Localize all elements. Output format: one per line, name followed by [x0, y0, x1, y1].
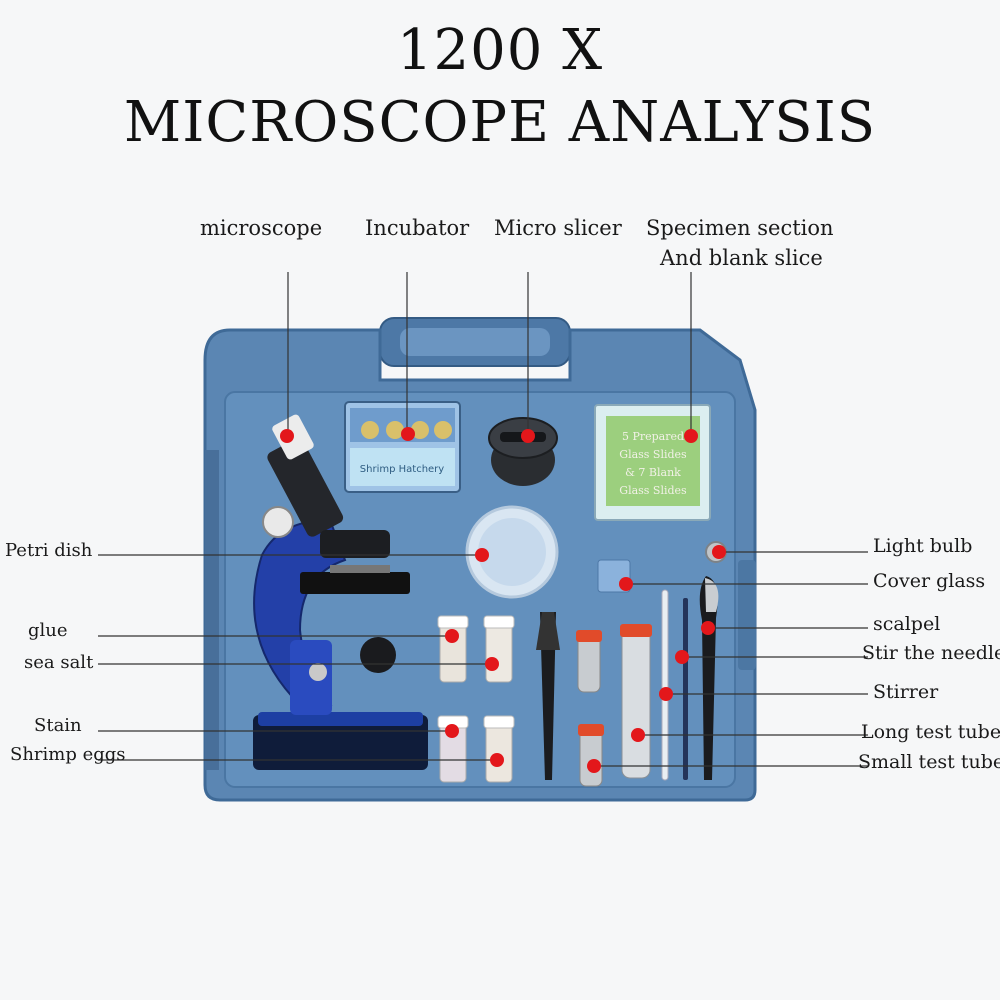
- microscope-lower-knob: [360, 637, 396, 673]
- incubator-icon-3: [411, 421, 429, 439]
- microscope-stage: [300, 572, 410, 594]
- case-hinge: [205, 450, 219, 770]
- microscope-base-top: [258, 712, 423, 726]
- microscope-nosepiece: [320, 530, 390, 558]
- small-test-tube-cap: [578, 724, 604, 736]
- marker-light-bulb: [712, 545, 726, 559]
- label-light-bulb: Light bulb: [873, 535, 973, 557]
- slides-box-inner: [606, 416, 700, 506]
- incubator-icon-2: [386, 421, 404, 439]
- marker-scalpel: [701, 621, 715, 635]
- marker-shrimp-eggs: [490, 753, 504, 767]
- incubator-icon-1: [361, 421, 379, 439]
- incubator-box-label: Shrimp Hatchery: [360, 464, 445, 475]
- label-micro-slicer: Micro slicer: [494, 216, 622, 240]
- microscope-focus-knob: [262, 506, 294, 538]
- leader-lines: [98, 272, 868, 767]
- stir-needle: [683, 598, 688, 780]
- marker-stir-needle: [675, 650, 689, 664]
- marker-microscope: [280, 429, 294, 443]
- marker-cover-glass: [619, 577, 633, 591]
- label-stir-needle: Stir the needle: [862, 642, 1000, 664]
- case-right-clip: [738, 560, 756, 670]
- marker-stain: [445, 724, 459, 738]
- label-cover-glass: Cover glass: [873, 570, 986, 592]
- tweezers-tip: [536, 612, 560, 650]
- slides-line-4: Glass Slides: [619, 484, 687, 497]
- marker-micro-slicer: [521, 429, 535, 443]
- marker-sea-salt: [485, 657, 499, 671]
- vial-shrimp-eggs: [485, 719, 513, 783]
- small-test-tube-upper-cap: [576, 630, 602, 642]
- tweezers: [540, 612, 556, 780]
- vial-sea-salt-cap: [483, 615, 515, 629]
- label-specimen-line-2: And blank slice: [660, 246, 823, 270]
- label-specimen-line-1: Specimen section: [646, 216, 834, 240]
- long-test-tube-cap: [620, 624, 652, 637]
- marker-petri-dish: [475, 548, 489, 562]
- marker-long-test-tube: [631, 728, 645, 742]
- marker-specimen: [684, 429, 698, 443]
- marker-stirrer: [659, 687, 673, 701]
- scalpel-blade: [705, 578, 719, 612]
- label-long-test-tube: Long test tube: [861, 721, 1000, 743]
- small-test-tube: [579, 727, 603, 787]
- label-stirrer: Stirrer: [873, 681, 939, 703]
- label-sea-salt: sea salt: [24, 652, 94, 673]
- microscope-base: [253, 715, 428, 770]
- stirrer: [661, 589, 669, 781]
- marker-small-test-tube: [587, 759, 601, 773]
- vial-sea-salt: [485, 619, 513, 683]
- title-line-2: MICROSCOPE ANALYSIS: [123, 90, 877, 155]
- microscope-slide-holder: [330, 565, 390, 573]
- microscope-body-tube: [267, 438, 344, 537]
- label-glue: glue: [28, 620, 68, 641]
- incubator-lower: [350, 448, 455, 486]
- label-small-test-tube: Small test tube: [858, 751, 1000, 773]
- markers: [280, 427, 726, 773]
- label-petri-dish: Petri dish: [5, 540, 93, 561]
- label-shrimp-eggs: Shrimp eggs: [10, 744, 126, 765]
- petri-dish-inner: [478, 518, 546, 586]
- vial-glue-cap: [437, 615, 469, 629]
- long-test-tube: [621, 627, 651, 779]
- label-stain: Stain: [34, 715, 82, 736]
- incubator-icon-4: [434, 421, 452, 439]
- label-scalpel: scalpel: [873, 613, 941, 635]
- case-handle-grip: [400, 328, 550, 356]
- slides-line-2: Glass Slides: [619, 448, 687, 461]
- slides-line-1: 5 Prepared: [622, 430, 684, 443]
- marker-incubator: [401, 427, 415, 441]
- label-incubator: Incubator: [365, 216, 470, 240]
- vial-shrimp-eggs-cap: [483, 715, 515, 729]
- label-microscope: microscope: [200, 216, 323, 240]
- title-line-1: 1200 X: [396, 18, 604, 83]
- microscope-small-knob: [309, 663, 327, 681]
- slides-line-3: & 7 Blank: [625, 466, 681, 479]
- marker-glue: [445, 629, 459, 643]
